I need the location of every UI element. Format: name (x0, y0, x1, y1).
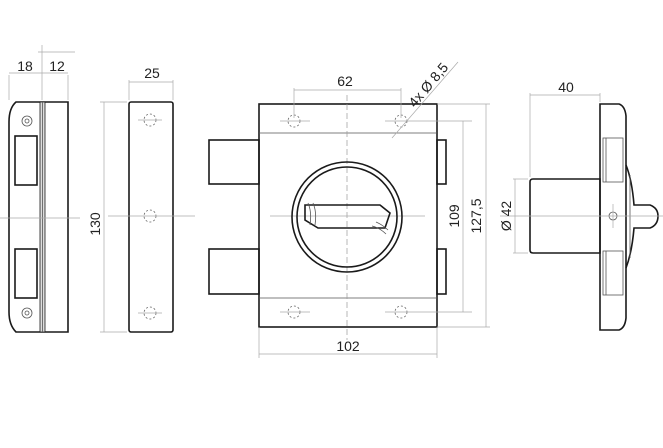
dim-40: 40 (558, 79, 574, 95)
bolt-slot (14, 135, 38, 186)
dim-hole-spec: 4x Ø 8,5 (405, 59, 451, 110)
turn-knob (304, 204, 391, 229)
dim-109: 109 (446, 204, 462, 228)
dim-12: 12 (49, 58, 65, 74)
dim-18: 18 (17, 58, 33, 74)
lock-side-view: 18 12 (0, 45, 80, 333)
bolt-slot (14, 248, 38, 299)
screw-icon (21, 307, 33, 319)
lock-right-view: 40 Ø 42 (498, 79, 663, 331)
bolt (208, 248, 260, 295)
screw-icon (21, 115, 33, 127)
thumb-turn (291, 161, 403, 273)
dim-62: 62 (337, 73, 353, 89)
lock-front-view: 62 4x Ø 8,5 102 109 127,5 (208, 59, 490, 358)
dim-102: 102 (336, 338, 360, 354)
dim-25: 25 (144, 65, 160, 81)
dim-130: 130 (87, 212, 103, 236)
dim-127-5: 127,5 (468, 198, 484, 233)
dim-diameter-42: Ø 42 (498, 201, 514, 232)
bolt (208, 139, 260, 185)
strike-plate-view: 25 130 (87, 65, 195, 333)
